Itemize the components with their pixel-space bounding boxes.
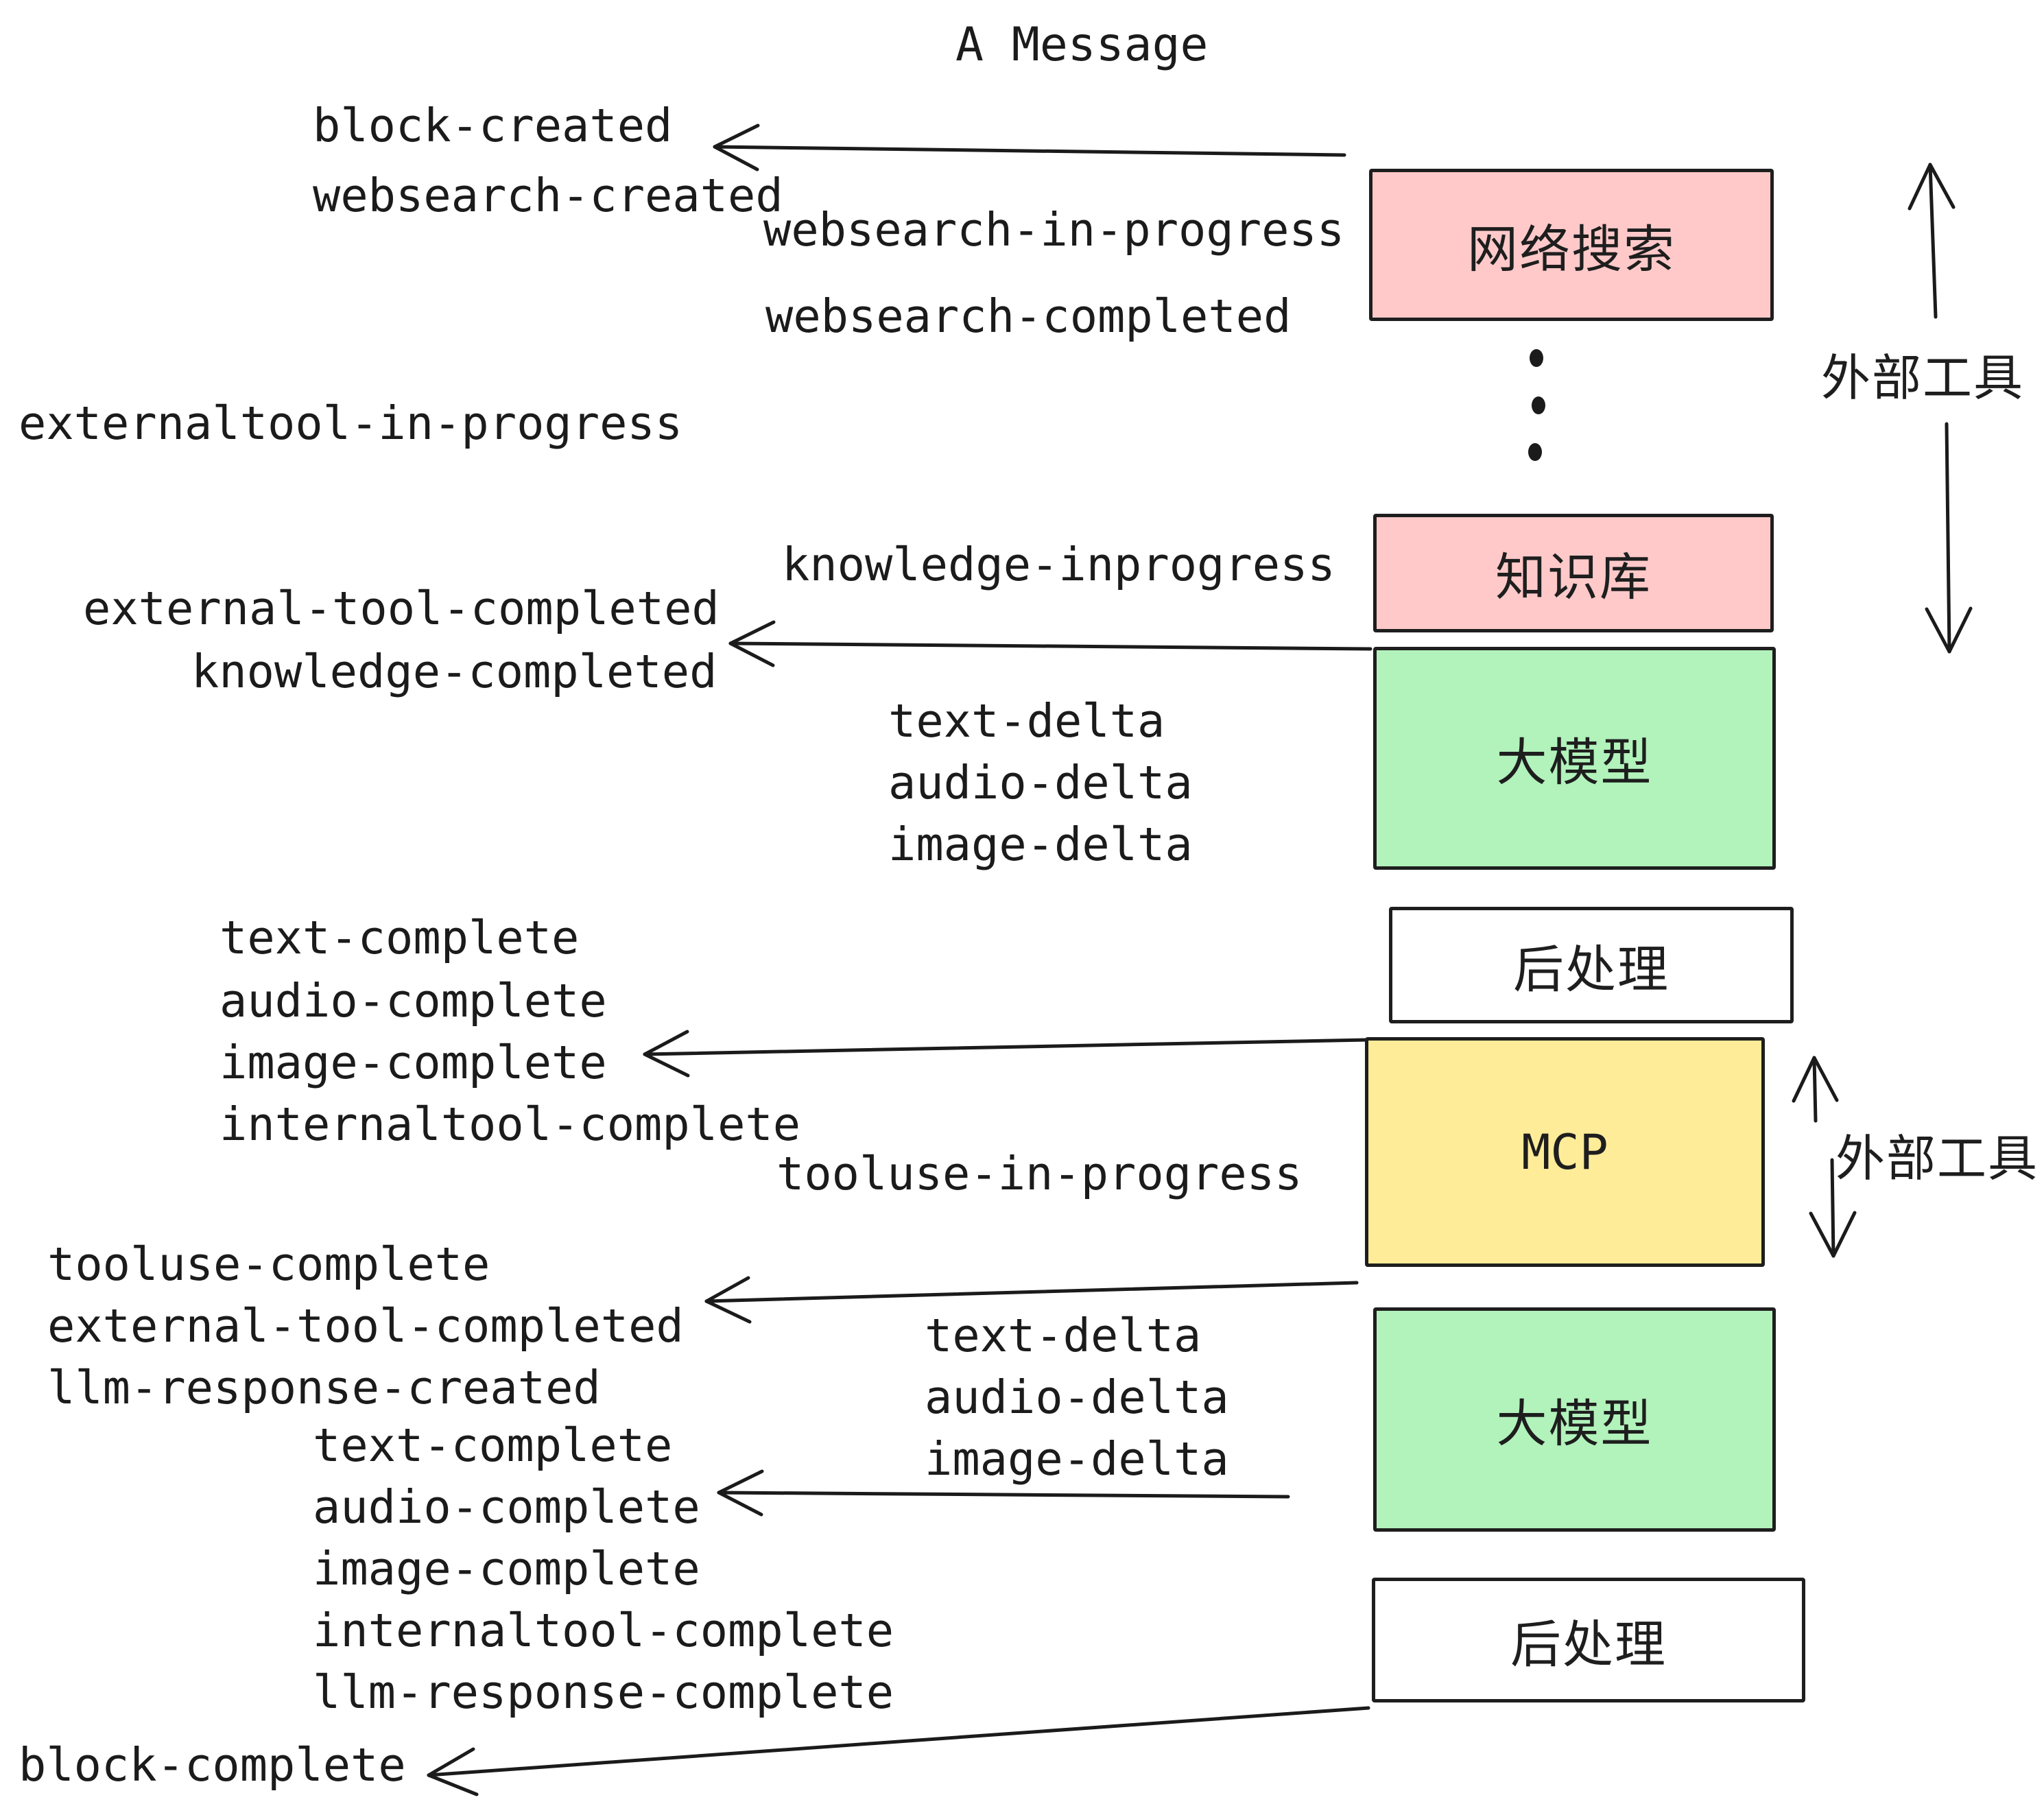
box-llm-2-label: 大模型 xyxy=(1496,1395,1653,1452)
box-postprocess-2-label: 后处理 xyxy=(1510,1615,1667,1673)
event-internaltool-complete-1: internaltool-complete xyxy=(219,1097,801,1151)
event-websearch-completed: websearch-completed xyxy=(765,289,1292,343)
event-knowledge-inprogress: knowledge-inprogress xyxy=(782,538,1335,591)
event-text-complete-2: text-complete xyxy=(313,1419,673,1472)
annotation-external-tools-mid: 外部工具 xyxy=(1835,1132,2039,1187)
event-tooluse-in-progress: tooluse-in-progress xyxy=(776,1147,1303,1200)
box-knowledge: 知识库 xyxy=(1373,514,1774,632)
event-websearch-in-progress: websearch-in-progress xyxy=(763,203,1345,257)
event-llm-response-complete: llm-response-complete xyxy=(313,1665,894,1719)
event-block-complete: block-complete xyxy=(19,1738,406,1792)
event-image-delta-2: image-delta xyxy=(925,1432,1229,1486)
box-postprocess-2: 后处理 xyxy=(1372,1578,1805,1702)
event-llm-response-created: llm-response-created xyxy=(47,1361,601,1414)
arrow-image-complete xyxy=(643,1030,1368,1078)
arrow-block-created xyxy=(713,123,1346,171)
box-websearch: 网络搜索 xyxy=(1369,169,1774,321)
box-llm-1-label: 大模型 xyxy=(1496,734,1653,791)
event-websearch-created: websearch-created xyxy=(313,169,783,222)
event-block-created: block-created xyxy=(313,99,673,152)
box-llm-1: 大模型 xyxy=(1373,647,1776,870)
event-knowledge-completed: knowledge-completed xyxy=(191,645,717,698)
event-external-tool-completed-1: external-tool-completed xyxy=(83,582,720,635)
event-audio-complete-1: audio-complete xyxy=(219,974,607,1028)
event-internaltool-complete-2: internaltool-complete xyxy=(313,1604,894,1657)
event-image-delta-1: image-delta xyxy=(888,818,1193,871)
event-text-delta-2: text-delta xyxy=(925,1309,1202,1362)
arrow-block-complete xyxy=(427,1706,1370,1796)
box-mcp-label: MCP xyxy=(1521,1124,1608,1180)
annotation-external-tools-top: 外部工具 xyxy=(1821,351,2025,406)
box-knowledge-label: 知识库 xyxy=(1495,549,1652,606)
box-websearch-label: 网络搜索 xyxy=(1467,220,1676,278)
event-text-complete-1: text-complete xyxy=(219,911,580,964)
box-postprocess-1-label: 后处理 xyxy=(1513,940,1669,998)
event-tooluse-complete: tooluse-complete xyxy=(47,1237,490,1291)
event-audio-delta-2: audio-delta xyxy=(925,1370,1229,1424)
box-postprocess-1: 后处理 xyxy=(1389,907,1794,1023)
page-title: A Message xyxy=(955,18,1209,72)
event-externaltool-in-progress: externaltool-in-progress xyxy=(19,396,683,450)
event-audio-complete-2: audio-complete xyxy=(313,1480,700,1534)
box-llm-2: 大模型 xyxy=(1373,1307,1776,1532)
event-external-tool-completed-2: external-tool-completed xyxy=(47,1299,684,1353)
ellipsis-dots-icon xyxy=(1528,349,1545,461)
event-audio-delta-1: audio-delta xyxy=(888,756,1193,809)
event-text-delta-1: text-delta xyxy=(888,694,1165,748)
event-image-complete-1: image-complete xyxy=(219,1036,607,1089)
event-image-complete-2: image-complete xyxy=(313,1542,700,1595)
arrow-knowledge-completed xyxy=(728,620,1372,667)
box-mcp: MCP xyxy=(1365,1037,1765,1267)
